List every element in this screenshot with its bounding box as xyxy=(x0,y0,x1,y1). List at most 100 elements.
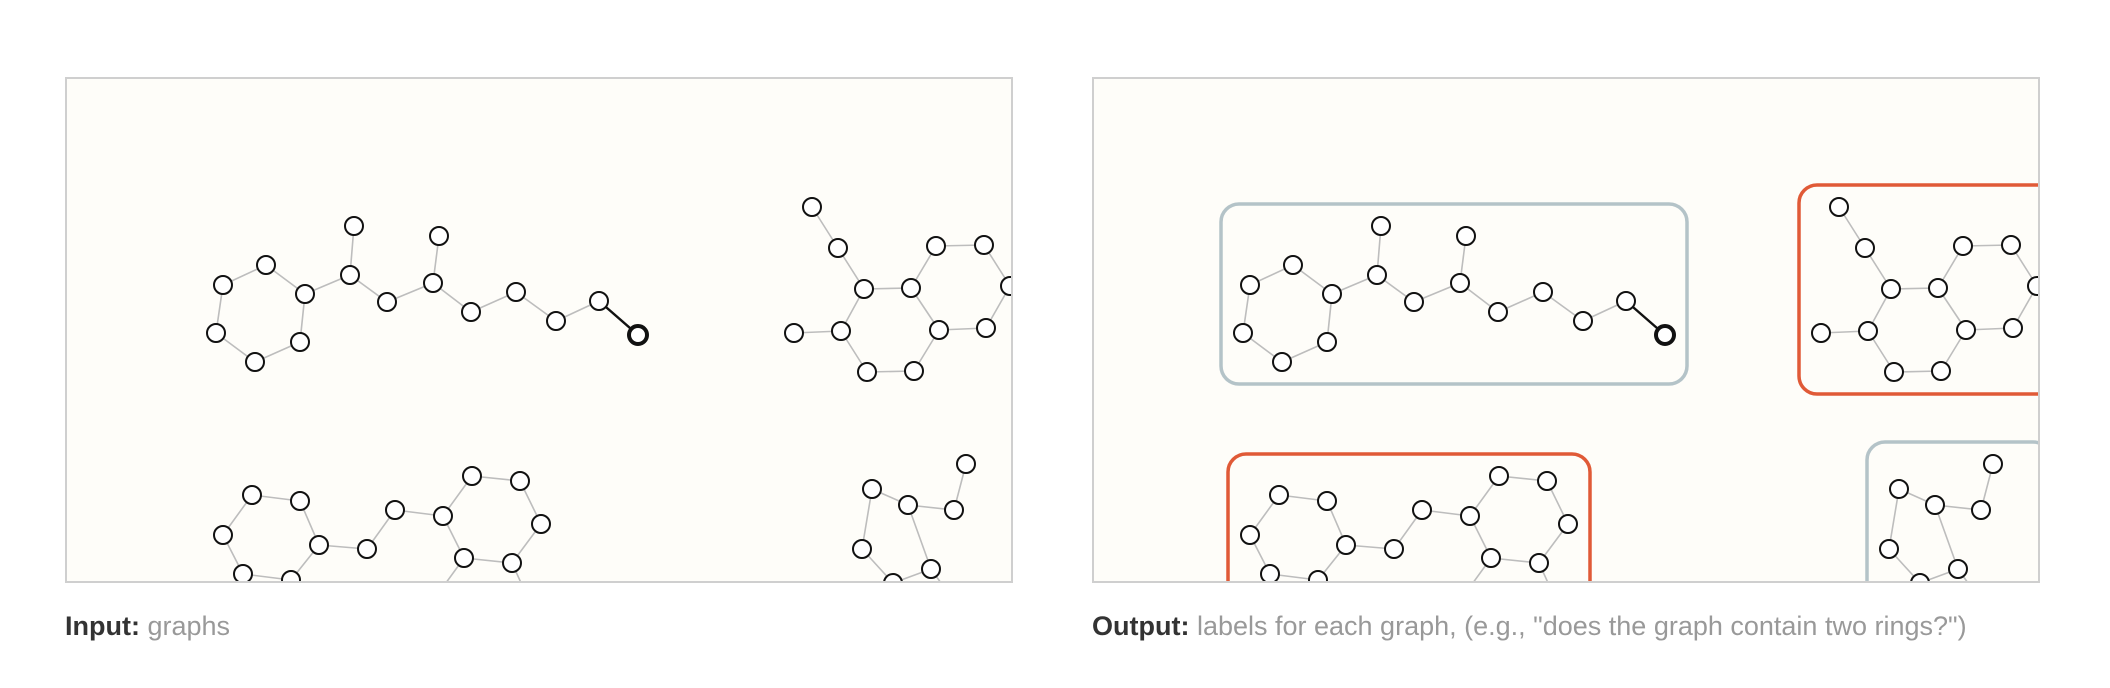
graph-node xyxy=(898,495,918,515)
input-graph-fused xyxy=(784,197,1011,382)
output-graph-biphenyl xyxy=(1240,466,1578,581)
graph-node xyxy=(921,559,941,579)
graph-node xyxy=(1272,352,1292,372)
graph-node xyxy=(295,284,315,304)
graph-node xyxy=(1931,361,1951,381)
graph-node xyxy=(2001,235,2021,255)
graph-node xyxy=(1616,291,1636,311)
graph-node xyxy=(502,553,522,573)
graph-node xyxy=(976,318,996,338)
graph-node xyxy=(1240,525,1260,545)
graph-node xyxy=(1558,514,1578,534)
graph-node xyxy=(1322,284,1342,304)
graph-node xyxy=(1317,332,1337,352)
graph-node xyxy=(290,332,310,352)
graph-node xyxy=(290,491,310,511)
graph-node xyxy=(802,197,822,217)
output-caption: Output: labels for each graph, (e.g., "d… xyxy=(1092,611,1967,642)
graph-node xyxy=(1260,564,1280,581)
graph-node xyxy=(1855,238,1875,258)
graph-node xyxy=(206,323,226,343)
graph-node xyxy=(433,506,453,526)
graph-node xyxy=(1384,539,1404,559)
graph-node xyxy=(627,324,649,346)
graph-node xyxy=(357,539,377,559)
graph-node xyxy=(857,362,877,382)
label-box-two-rings xyxy=(1226,452,1592,581)
input-caption: Input: graphs xyxy=(65,611,230,642)
graph-node xyxy=(1488,302,1508,322)
graph-node xyxy=(862,479,882,499)
label-box-one-ring xyxy=(1219,202,1689,386)
graph-node xyxy=(1371,216,1391,236)
graph-node xyxy=(1884,362,1904,382)
graph-node xyxy=(1489,466,1509,486)
graph-node xyxy=(1953,236,1973,256)
output-caption-label: Output: xyxy=(1092,611,1190,641)
input-caption-label: Input: xyxy=(65,611,140,641)
graph-node xyxy=(589,291,609,311)
graph-edge xyxy=(907,504,932,570)
graph-node xyxy=(1317,491,1337,511)
graph-node xyxy=(974,235,994,255)
graph-node xyxy=(1240,275,1260,295)
input-graph-biphenyl xyxy=(213,466,551,581)
graph-node xyxy=(377,292,397,312)
graph-node xyxy=(883,573,903,581)
graph-node xyxy=(385,500,405,520)
input-panel xyxy=(65,77,1013,583)
graph-node xyxy=(956,454,976,474)
output-caption-text: labels for each graph, (e.g., "does the … xyxy=(1189,611,1967,641)
graph-node xyxy=(454,548,474,568)
input-graphs-canvas xyxy=(206,197,1011,581)
graph-node xyxy=(1928,278,1948,298)
graph-node xyxy=(281,570,301,581)
graph-node xyxy=(233,564,253,581)
graph-node xyxy=(1881,279,1901,299)
graph-node xyxy=(423,273,443,293)
graph-node xyxy=(1925,495,1945,515)
graph-node xyxy=(1879,539,1899,559)
graph-node xyxy=(506,282,526,302)
graph-node xyxy=(340,265,360,285)
output-graphs-canvas xyxy=(1219,183,2038,581)
output-panel xyxy=(1092,77,2040,583)
graph-node xyxy=(944,500,964,520)
graph-node xyxy=(1529,553,1549,573)
graph-node xyxy=(1450,273,1470,293)
graph-node xyxy=(213,525,233,545)
graph-node xyxy=(1308,570,1328,581)
graph-node xyxy=(1537,471,1557,491)
label-box-two-rings xyxy=(1797,183,2038,396)
graph-node xyxy=(2027,276,2038,296)
graph-edge xyxy=(1888,488,1900,550)
output-graph-fused xyxy=(1811,197,2038,382)
graph-node xyxy=(2003,318,2023,338)
graph-node xyxy=(1456,226,1476,246)
input-graph-ring-branched xyxy=(852,454,976,581)
output-graph-ring-branched xyxy=(1879,454,2003,581)
graph-node xyxy=(546,311,566,331)
graph-node xyxy=(245,352,265,372)
graph-node xyxy=(852,539,872,559)
graph-node xyxy=(1983,454,2003,474)
graph-node xyxy=(1858,321,1878,341)
graph-node xyxy=(926,236,946,256)
graph-node xyxy=(929,320,949,340)
graph-node xyxy=(1811,323,1831,343)
label-box-one-ring xyxy=(1865,440,2038,581)
graph-node xyxy=(1889,479,1909,499)
graph-node xyxy=(1336,535,1356,555)
graph-node xyxy=(1404,292,1424,312)
graph-node xyxy=(831,321,851,341)
graph-node xyxy=(1573,311,1593,331)
input-caption-text: graphs xyxy=(139,611,231,641)
graph-node xyxy=(1481,548,1501,568)
graph-node xyxy=(1000,276,1011,296)
graph-node xyxy=(1283,255,1303,275)
graph-node xyxy=(213,275,233,295)
graph-node xyxy=(242,485,262,505)
graph-node xyxy=(828,238,848,258)
graph-node xyxy=(1269,485,1289,505)
graph-node xyxy=(901,278,921,298)
